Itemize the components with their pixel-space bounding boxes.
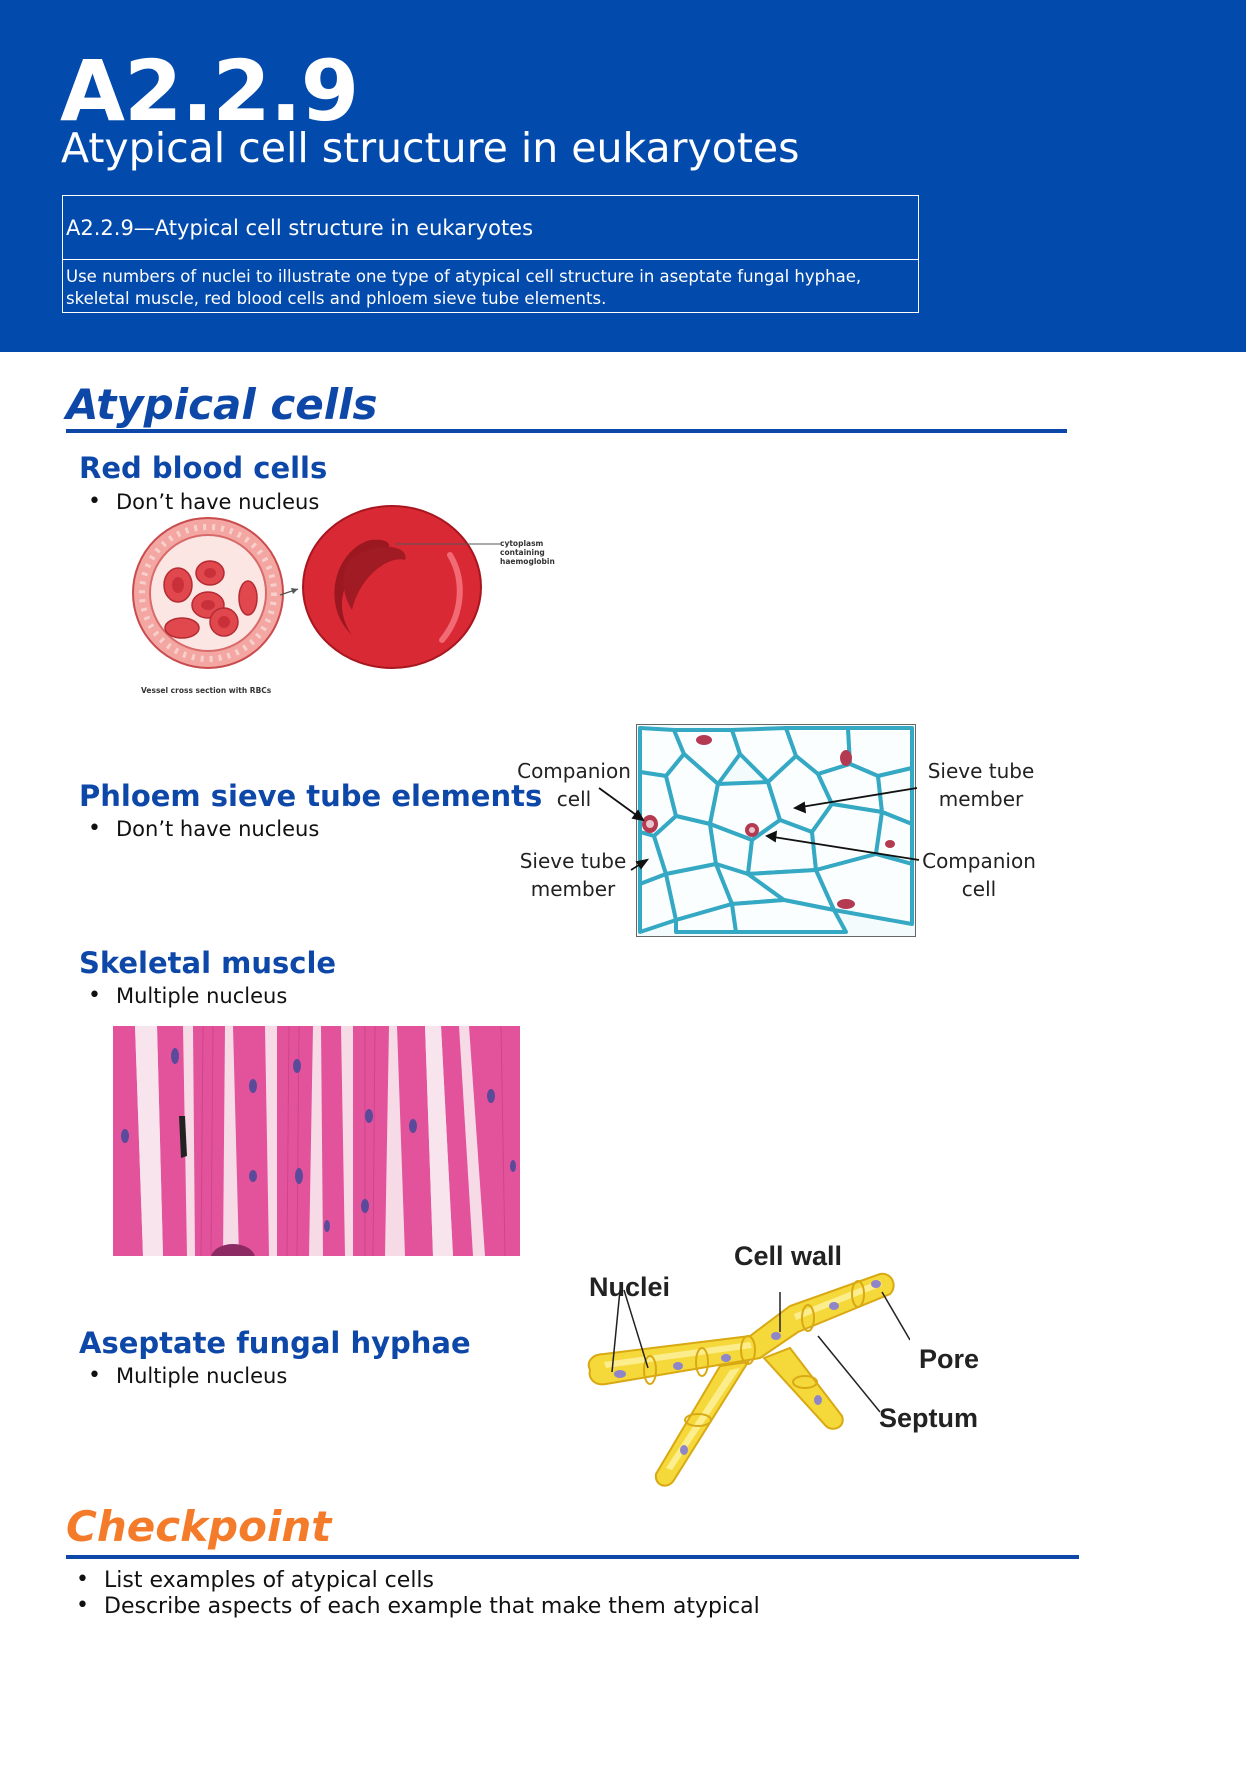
phloem-micrograph — [636, 724, 916, 937]
skeletal-muscle-micrograph — [113, 1026, 520, 1256]
rbc-label-cytoplasm: cytoplasm containing haemoglobin — [500, 539, 555, 566]
section-rule — [66, 429, 1067, 433]
phloem-label-companion-right: Companion cell — [922, 849, 1036, 901]
phloem-label-sieve-left: Sieve tube member — [519, 849, 627, 901]
phloem-title: Phloem sieve tube elements — [79, 779, 543, 813]
checkpoint-title: Checkpoint — [66, 1502, 332, 1551]
fungi-bullet: Multiple nucleus — [80, 1363, 287, 1388]
phloem-label-companion-left: Companion cell — [517, 759, 631, 811]
fungal-hyphae-diagram — [587, 1272, 910, 1487]
phloem-arrows — [598, 787, 920, 871]
syllabus-heading: A2.2.9—Atypical cell structure in eukary… — [63, 196, 918, 260]
phloem-label-sieve-right: Sieve tube member — [927, 759, 1035, 811]
checkpoint-item: List examples of atypical cells — [68, 1567, 434, 1593]
rbc-illustration — [132, 505, 500, 669]
muscle-bullet: Multiple nucleus — [80, 983, 287, 1008]
rbc-bullet: Don’t have nucleus — [80, 489, 319, 514]
checkpoint-rule — [66, 1555, 1079, 1559]
fungi-label-septum: Septum — [879, 1403, 979, 1433]
fungi-label-nuclei: Nuclei — [589, 1272, 671, 1302]
section-title: Atypical cells — [66, 380, 378, 429]
muscle-title: Skeletal muscle — [79, 946, 337, 980]
page-title: Atypical cell structure in eukaryotes — [61, 124, 800, 172]
rbc-title: Red blood cells — [79, 451, 328, 485]
phloem-bullet: Don’t have nucleus — [80, 816, 319, 841]
page-code: A2.2.9 — [60, 42, 359, 140]
checkpoint-item: Describe aspects of each example that ma… — [68, 1593, 760, 1619]
header-banner — [0, 0, 1246, 352]
fungi-title: Aseptate fungal hyphae — [79, 1326, 471, 1360]
syllabus-text: Use numbers of nuclei to illustrate one … — [66, 267, 862, 308]
rbc-label-vessel: Vessel cross section with RBCs — [141, 686, 272, 695]
fungi-label-pore: Pore — [919, 1344, 980, 1374]
syllabus-box: A2.2.9—Atypical cell structure in eukary… — [62, 195, 919, 313]
fungi-label-cell-wall: Cell wall — [734, 1241, 843, 1271]
